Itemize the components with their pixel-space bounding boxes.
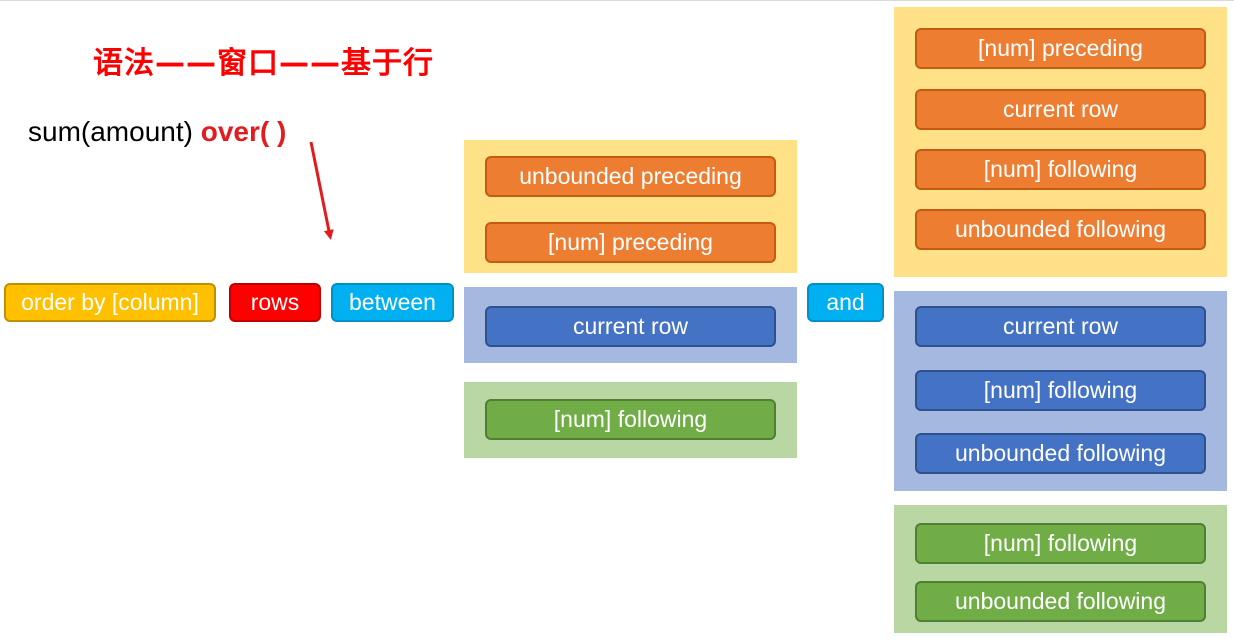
end-option-current-row-2: current row <box>915 306 1206 347</box>
page-title: 语法——窗口——基于行 <box>93 46 434 81</box>
formula-prefix: sum(amount) <box>28 116 201 147</box>
end-option-num-following-2: [num] following <box>915 370 1206 411</box>
and-block: and <box>807 283 884 322</box>
end-option-unbounded-following-2: unbounded following <box>915 433 1206 474</box>
order-by-block: order by [column] <box>4 283 216 322</box>
formula-keyword-over: over( ) <box>200 116 287 147</box>
end-option-num-preceding: [num] preceding <box>915 28 1206 69</box>
top-border-line <box>0 0 1234 1</box>
start-option-current-row: current row <box>485 306 776 347</box>
sql-formula: sum(amount) over( ) <box>28 116 286 148</box>
end-option-current-row: current row <box>915 89 1206 130</box>
end-option-num-following: [num] following <box>915 149 1206 190</box>
start-option-unbounded-preceding: unbounded preceding <box>485 156 776 197</box>
start-option-num-following: [num] following <box>485 399 776 440</box>
end-option-unbounded-following: unbounded following <box>915 209 1206 250</box>
rows-block: rows <box>229 283 321 322</box>
end-option-num-following-3: [num] following <box>915 523 1206 564</box>
between-block: between <box>331 283 454 322</box>
end-option-unbounded-following-3: unbounded following <box>915 581 1206 622</box>
start-option-num-preceding: [num] preceding <box>485 222 776 263</box>
